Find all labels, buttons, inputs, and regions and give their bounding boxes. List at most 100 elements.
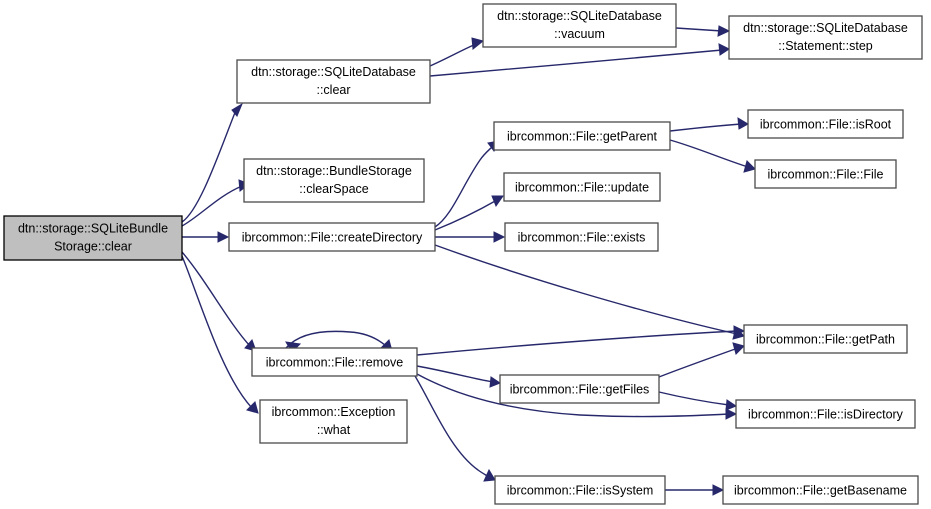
edge-createdirectory-to-update [434,195,504,231]
node-issystem[interactable]: ibrcommon::File::isSystem [494,475,666,505]
node-file_file[interactable]: ibrcommon::File::File [754,159,897,189]
edge-line [434,244,738,335]
arrowhead-icon [246,401,259,414]
node-box[interactable] [494,475,666,505]
node-exists[interactable]: ibrcommon::File::exists [504,222,659,252]
edge-line [429,49,723,77]
node-box[interactable] [482,3,677,48]
node-box[interactable] [504,222,659,252]
edge-line [181,251,251,347]
node-remove[interactable]: ibrcommon::File::remove [251,347,418,377]
arrowhead-icon [493,231,506,243]
node-label: ibrcommon::File::File [768,167,884,181]
node-update[interactable]: ibrcommon::File::update [503,172,661,202]
node-box[interactable] [722,475,919,505]
node-getparent[interactable]: ibrcommon::File::getParent [493,121,671,151]
node-getpath[interactable]: ibrcommon::File::getPath [743,324,908,354]
node-box[interactable] [503,172,661,202]
edge-line [434,145,494,228]
edge-line [416,373,730,418]
edge-line [416,365,494,383]
edge-remove-to-getfiles [416,365,502,388]
edge-createdirectory-to-getparent [434,140,500,228]
arrowhead-icon [718,43,730,56]
edge-issystem-to-getbasename [665,484,725,496]
edge-line [658,391,730,406]
edge-sqlitedatabase_clear-to-vacuum [429,37,485,67]
node-box[interactable] [743,324,908,354]
node-label: ibrcommon::File::getFiles [510,382,650,396]
node-label: ibrcommon::File::remove [266,355,404,369]
arrowhead-icon [712,484,725,496]
arrowhead-icon [732,342,745,355]
node-exception_what[interactable]: ibrcommon::Exception::what [259,399,408,444]
node-label-line2: ::vacuum [554,27,605,41]
node-box[interactable] [243,158,425,203]
arrowhead-icon [725,408,738,420]
edge-root-to-remove [181,251,257,352]
edge-createdirectory-to-exists [435,231,506,243]
arrowhead-icon [491,195,504,208]
edge-root-to-exception_what [181,255,259,414]
edge-getfiles-to-getpath [658,342,745,378]
node-box[interactable] [493,121,671,151]
arrowhead-icon [743,160,756,173]
edge-getparent-to-isroot [669,117,749,132]
node-box[interactable] [236,59,431,104]
node-label-line1: dtn::storage::SQLiteDatabase [743,21,908,35]
arrowhead-icon [733,325,746,337]
arrowhead-icon [717,25,731,37]
nodes-layer: dtn::storage::SQLiteBundleStorage::clear… [3,3,923,505]
node-box[interactable] [747,109,904,139]
edge-root-to-clearspace [181,179,250,227]
node-label: ibrcommon::File::getBasename [734,483,907,497]
node-isroot[interactable]: ibrcommon::File::isRoot [747,109,904,139]
node-box[interactable] [228,222,436,252]
node-label: ibrcommon::File::isSystem [507,483,654,497]
node-box[interactable] [3,215,183,261]
edge-line [181,109,237,223]
node-label-line2: ::what [317,423,351,437]
edge-line [414,375,490,478]
edge-sqlitedatabase_clear-to-statement_step [429,43,730,77]
node-label-line1: dtn::storage::BundleStorage [256,164,412,178]
node-label-line1: dtn::storage::SQLiteDatabase [251,65,416,79]
edge-remove-to-isdirectory [416,373,738,420]
node-label: ibrcommon::File::isRoot [760,117,892,131]
edges-layer [181,25,756,496]
node-label-line2: ::Statement::step [778,39,873,53]
node-label-line1: dtn::storage::SQLiteBundle [18,221,168,235]
edge-line [181,185,243,227]
edge-root-to-createdirectory [182,231,230,243]
node-createdirectory[interactable]: ibrcommon::File::createDirectory [228,222,436,252]
edge-line [181,255,253,409]
node-box[interactable] [251,347,418,377]
node-box[interactable] [728,15,923,60]
node-getfiles[interactable]: ibrcommon::File::getFiles [499,374,660,404]
node-statement_step[interactable]: dtn::storage::SQLiteDatabase::Statement:… [728,15,923,60]
node-label-line1: ibrcommon::Exception [272,405,396,419]
node-box[interactable] [735,399,916,429]
node-label: ibrcommon::File::getParent [507,129,658,143]
node-box[interactable] [499,374,660,404]
arrowhead-icon [737,117,749,130]
edge-line [429,43,477,67]
node-sqlitedatabase_clear[interactable]: dtn::storage::SQLiteDatabase::clear [236,59,431,104]
node-label-line2: ::clear [316,83,350,97]
edge-getfiles-to-isdirectory [658,391,738,411]
node-getbasename[interactable]: ibrcommon::File::getBasename [722,475,919,505]
node-box[interactable] [754,159,897,189]
edge-remove-to-getpath [416,325,746,356]
node-clearspace[interactable]: dtn::storage::BundleStorage::clearSpace [243,158,425,203]
arrowhead-icon [231,102,244,117]
node-vacuum[interactable]: dtn::storage::SQLiteDatabase::vacuum [482,3,677,48]
edge-remove-to-issystem [414,375,496,482]
edge-createdirectory-to-getpath [434,244,745,340]
edge-root-to-sqlitedatabase_clear [181,102,244,223]
node-isdirectory[interactable]: ibrcommon::File::isDirectory [735,399,916,429]
node-label: ibrcommon::File::isDirectory [748,407,904,421]
edge-line [434,199,498,231]
node-box[interactable] [259,399,408,444]
